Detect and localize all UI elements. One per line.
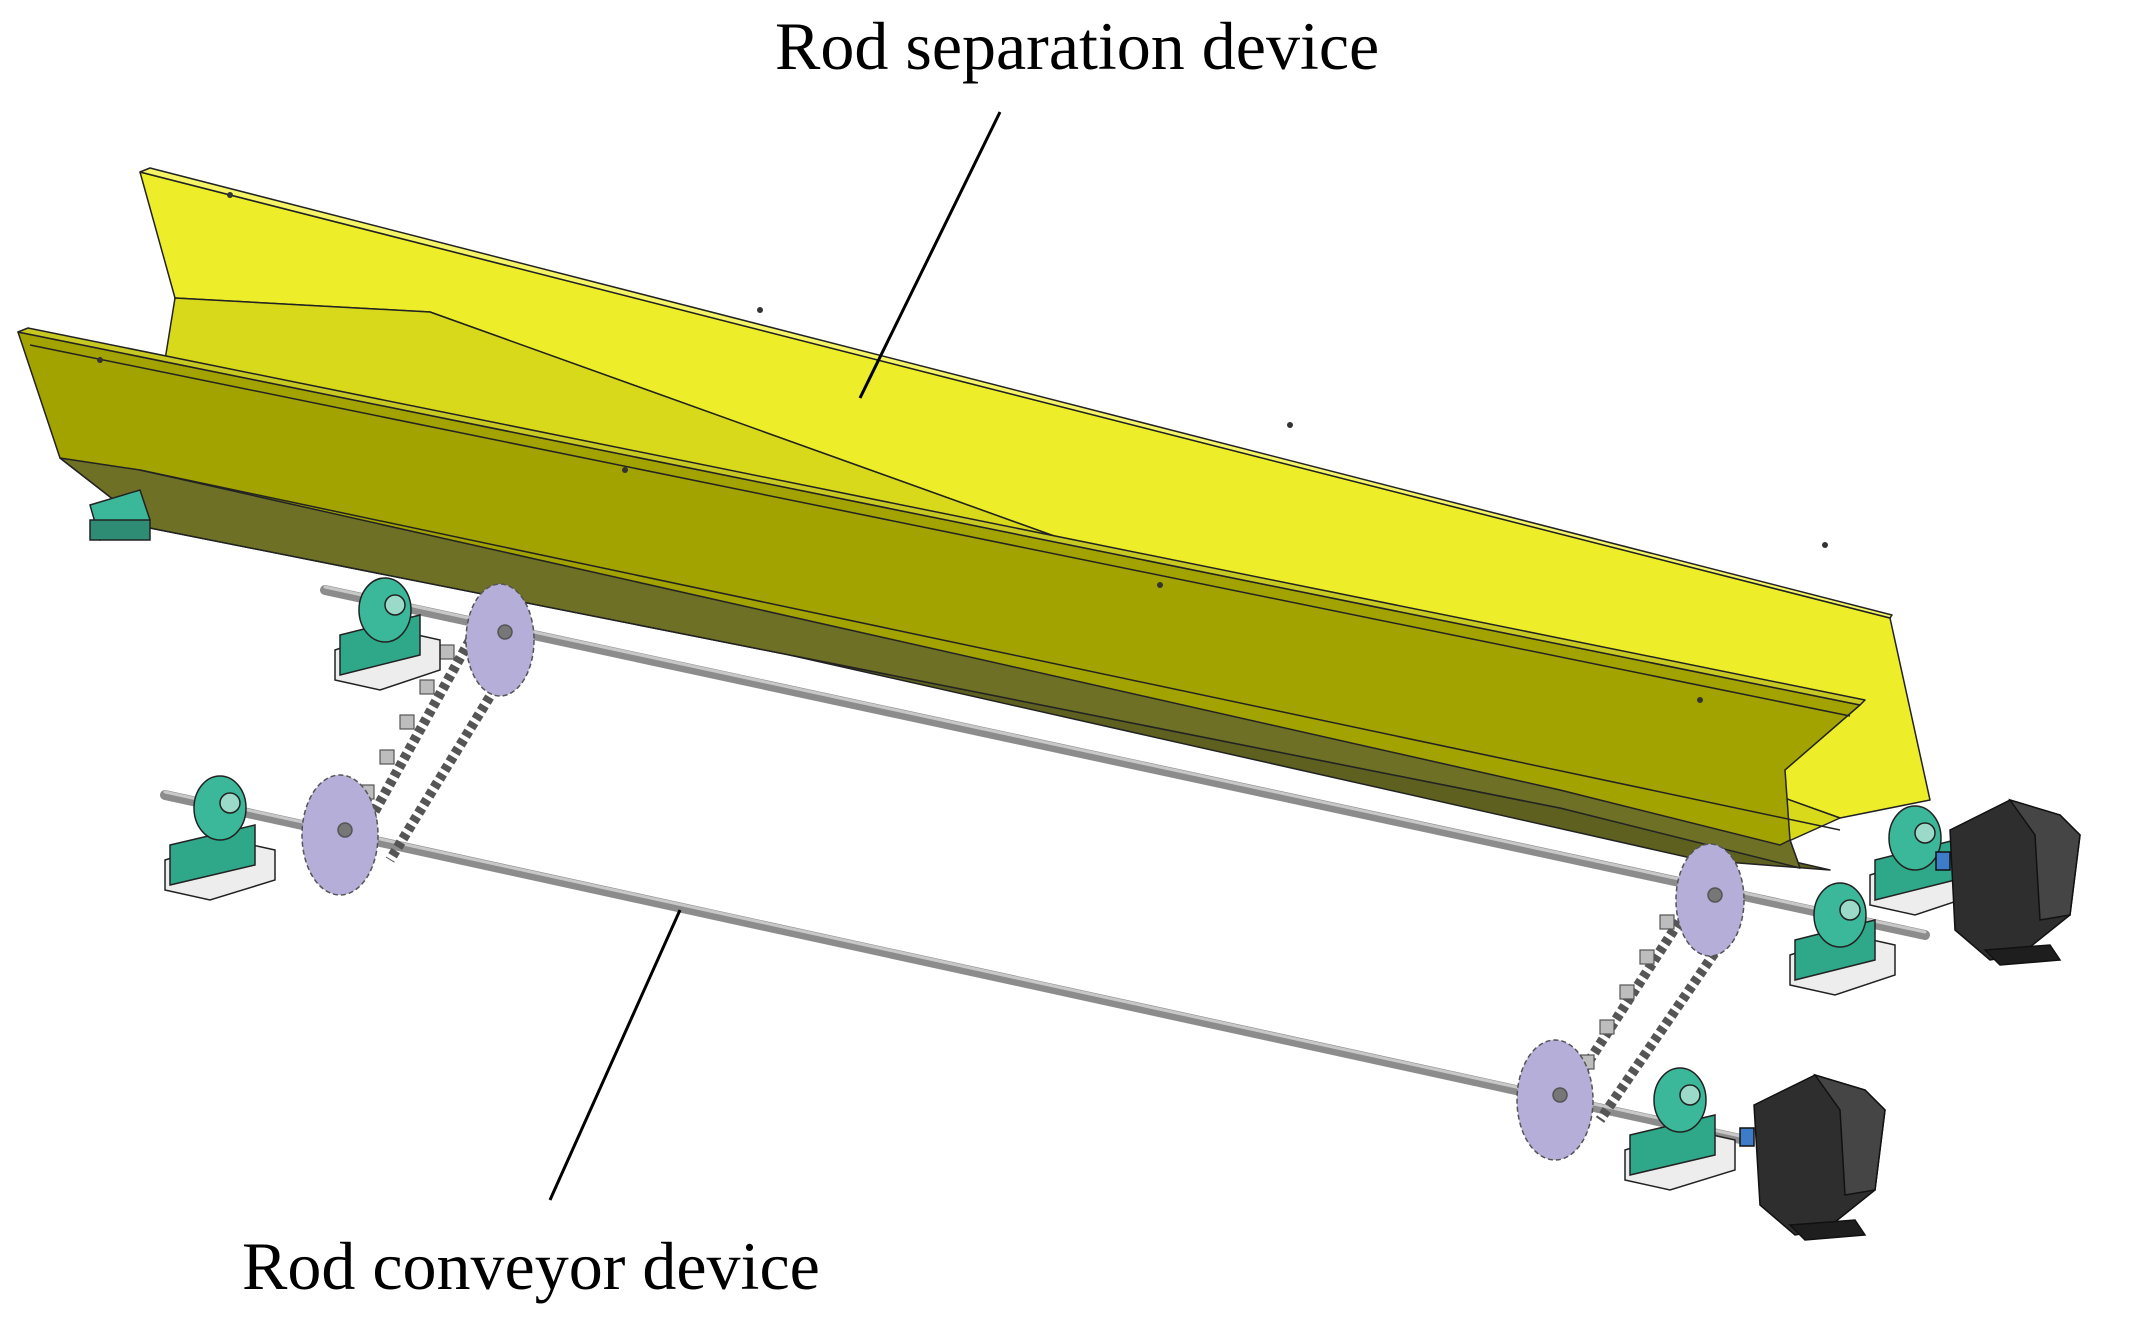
leader-line-top (858, 111, 1002, 399)
sprocket-lower-right (1516, 1039, 1594, 1161)
shafts (160, 585, 1930, 1145)
lug (1599, 1019, 1615, 1035)
sprocket-lower-left (301, 774, 379, 896)
hole (622, 467, 628, 473)
sprockets (301, 583, 1745, 1161)
hole (1157, 582, 1163, 588)
trough-front-flange (17, 327, 1866, 706)
separation-trough (17, 167, 1931, 871)
hole (1822, 542, 1828, 548)
hole (227, 192, 233, 198)
motor-lower (1739, 1073, 1886, 1241)
upper-shaft (320, 585, 1930, 940)
hole (97, 357, 103, 363)
sprocket-upper-right (1675, 843, 1745, 957)
lug (379, 749, 395, 765)
chain-lugs (359, 644, 1675, 1070)
right-chain-b (1595, 942, 1725, 1123)
leader-lines (548, 111, 1002, 1201)
trough-fold-line (139, 469, 1841, 831)
upper-shaft-highlight (323, 585, 1927, 934)
lug (1659, 914, 1675, 930)
left-chain-b (385, 677, 505, 863)
bracket-base (89, 519, 151, 541)
hole (1697, 697, 1703, 703)
lower-shaft-highlight (163, 790, 1747, 1139)
motors (1739, 798, 2081, 1241)
sprocket-upper-left (465, 583, 535, 697)
motor-upper (1935, 798, 2081, 966)
left-support-bracket (89, 489, 151, 542)
lug (419, 679, 435, 695)
bearings (164, 577, 1976, 1191)
bearing-lower-left (164, 775, 276, 901)
hole (757, 307, 763, 313)
left-chain-a (365, 637, 475, 823)
leader-line-bottom (548, 909, 682, 1201)
bearing-upper-left (334, 577, 441, 691)
hole (1287, 422, 1293, 428)
lug (399, 714, 415, 730)
label-rod-conveyor-device: Rod conveyor device (242, 1228, 820, 1304)
chains (365, 637, 1725, 1123)
lower-shaft (160, 790, 1750, 1145)
lug (1639, 949, 1655, 965)
label-rod-separation-device: Rod separation device (775, 8, 1380, 84)
trough-back-flange (139, 167, 1893, 619)
bearing-upper-right (1789, 882, 1896, 996)
right-chain-a (1575, 902, 1695, 1078)
lug (439, 644, 455, 660)
trough-front-lower (59, 457, 1801, 869)
lug (1619, 984, 1635, 1000)
flange-holes (97, 192, 1828, 703)
bearing-lower-right (1624, 1067, 1736, 1191)
trough-lip-line (29, 344, 1851, 717)
